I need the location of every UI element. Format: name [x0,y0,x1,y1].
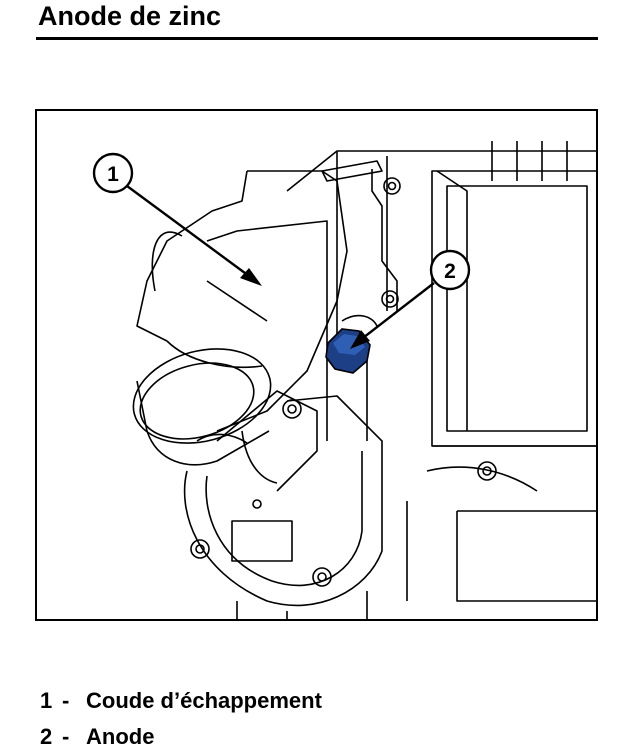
leader-arrowhead-2 [350,330,370,349]
engine-illustration: 1 2 [92,141,596,619]
callout-2-label: 2 [444,260,456,283]
callout-1-label: 1 [107,163,119,186]
legend-item: 2-Anode [40,719,322,755]
leader-lines [126,185,435,342]
legend-separator: - [62,724,70,749]
legend-number: 1 [40,688,53,713]
leader-arrowhead-1 [240,268,262,286]
legend-item: 1-Coude d’échappement [40,683,322,719]
legend-separator: - [62,688,70,713]
callout-2: 2 [429,249,471,291]
title-underline [36,37,598,40]
legend-label: Anode [86,724,155,749]
callout-1: 1 [92,152,134,194]
illustration-frame: 1 2 [35,109,598,621]
page-title: Anode de zinc [38,1,222,31]
parts-legend: 1-Coude d’échappement 2-Anode [40,683,322,755]
legend-number: 2 [40,724,53,749]
legend-label: Coude d’échappement [86,688,322,713]
